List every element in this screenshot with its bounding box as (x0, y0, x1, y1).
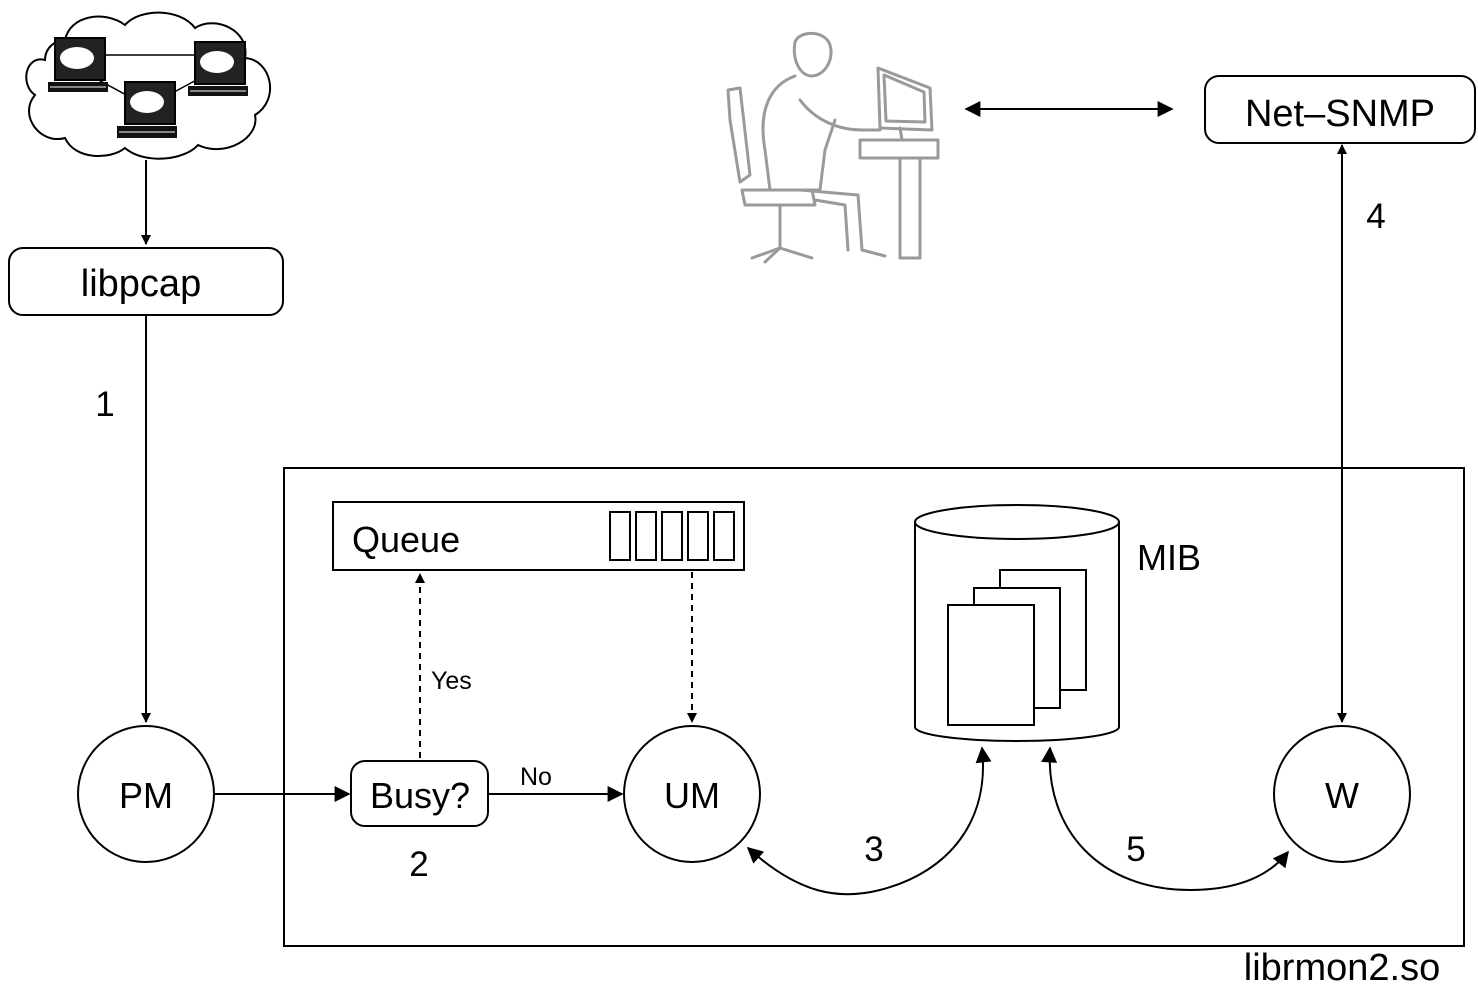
net-snmp-label: Net–SNMP (1245, 93, 1435, 135)
mib-label: MIB (1137, 537, 1201, 578)
w-label: W (1325, 775, 1359, 816)
w-node: W (1274, 726, 1410, 862)
library-label: librmon2.so (1244, 947, 1440, 985)
no-label: No (520, 763, 552, 791)
libpcap-label: libpcap (81, 263, 201, 305)
computer-icon (188, 42, 248, 96)
computer-icon (48, 38, 108, 92)
queue-slots (610, 512, 734, 560)
yes-label: Yes (431, 667, 472, 695)
queue-label: Queue (352, 519, 460, 560)
pm-node: PM (78, 726, 214, 862)
arrow-mib-w (1050, 748, 1288, 890)
step-2-label: 2 (409, 845, 428, 884)
computer-icon (117, 82, 177, 138)
busy-node: Busy? (351, 761, 488, 826)
step-3-label: 3 (864, 830, 883, 869)
libpcap-node: libpcap (9, 248, 283, 315)
net-snmp-node: Net–SNMP (1205, 76, 1475, 143)
busy-label: Busy? (370, 775, 470, 816)
operator-at-workstation-icon (728, 33, 938, 262)
queue-node: Queue (333, 502, 744, 570)
um-node: UM (624, 726, 760, 862)
um-label: UM (664, 775, 720, 816)
pm-label: PM (119, 775, 173, 816)
step-1-label: 1 (95, 385, 114, 424)
network-cloud-icon (26, 13, 270, 159)
step-4-label: 4 (1366, 197, 1385, 236)
arrow-um-mib (748, 748, 983, 894)
step-5-label: 5 (1126, 830, 1145, 869)
mib-database-icon (915, 505, 1119, 741)
